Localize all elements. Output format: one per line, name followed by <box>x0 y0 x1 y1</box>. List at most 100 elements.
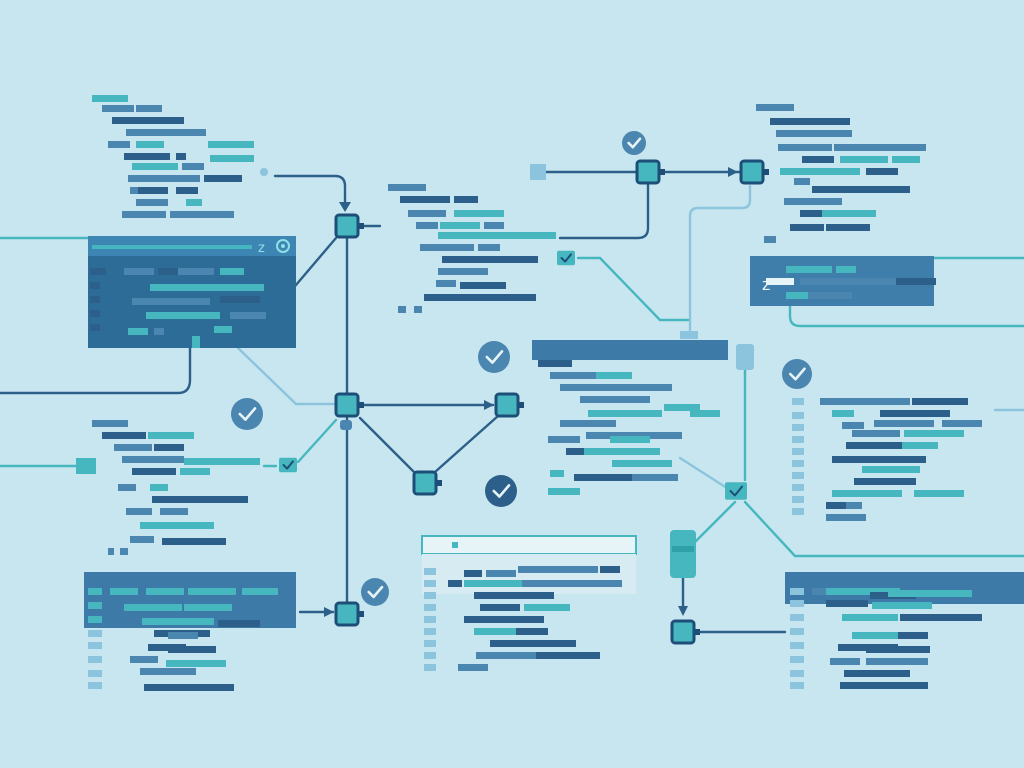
code-line <box>790 224 824 231</box>
code-line <box>90 282 100 289</box>
code-line <box>886 456 926 463</box>
code-line <box>840 156 888 163</box>
square-marker <box>530 164 546 180</box>
code-line <box>408 210 446 217</box>
code-line <box>588 410 662 417</box>
code-line <box>126 508 152 515</box>
square-node-icon <box>635 159 665 185</box>
code-line <box>180 468 210 475</box>
code-line <box>524 604 570 611</box>
code-line <box>162 538 226 545</box>
connector-line <box>288 236 338 294</box>
code-line <box>832 410 854 417</box>
code-line <box>612 460 672 467</box>
code-line <box>178 268 214 275</box>
code-line <box>478 244 500 251</box>
code-line <box>414 306 422 313</box>
code-line <box>596 372 632 379</box>
code-line <box>168 632 198 639</box>
connector-line <box>788 302 1024 328</box>
code-line <box>158 268 178 275</box>
code-line <box>904 430 964 437</box>
code-line <box>538 360 572 367</box>
check-circle-icon <box>485 475 517 507</box>
code-line <box>424 604 436 611</box>
code-line <box>574 474 648 481</box>
code-line <box>184 604 232 611</box>
arrow-head-icon <box>339 202 351 212</box>
code-line <box>790 670 804 677</box>
code-line <box>826 502 846 509</box>
misc-shapes <box>76 164 754 578</box>
code-line <box>424 616 436 623</box>
code-line <box>892 156 920 163</box>
code-line <box>480 604 520 611</box>
arrow-head-icon <box>484 400 494 410</box>
code-line <box>610 436 650 443</box>
connector-line <box>743 500 1024 558</box>
code-line <box>464 616 544 623</box>
code-line <box>128 328 148 335</box>
check-circle-icon <box>557 250 575 266</box>
code-line <box>560 420 616 427</box>
code-line <box>516 628 548 635</box>
code-line <box>400 196 450 203</box>
code-line <box>110 588 138 595</box>
code-line <box>800 210 822 217</box>
code-line <box>88 602 102 609</box>
code-line <box>802 156 834 163</box>
code-line <box>826 588 900 595</box>
code-window <box>421 535 637 594</box>
code-line <box>152 496 248 503</box>
code-line <box>792 472 804 479</box>
code-line <box>536 652 600 659</box>
code-line <box>124 604 182 611</box>
code-line <box>632 474 678 481</box>
code-line <box>820 398 910 405</box>
code-line <box>90 296 100 303</box>
code-line <box>690 410 720 417</box>
code-line <box>522 580 622 587</box>
code-line <box>124 153 170 160</box>
code-line <box>942 420 982 427</box>
code-line <box>130 536 154 543</box>
code-line <box>176 153 186 160</box>
code-line <box>830 658 860 665</box>
square-node-icon <box>334 392 364 418</box>
code-line <box>454 210 504 217</box>
connector-line <box>0 343 192 395</box>
arrow-head-icon <box>324 607 334 617</box>
checkmarks <box>231 131 812 606</box>
code-line <box>880 410 904 417</box>
code-line <box>770 118 850 125</box>
gear-icon <box>276 239 290 253</box>
code-line <box>898 632 928 639</box>
code-line <box>792 496 804 503</box>
code-line <box>586 432 682 439</box>
code-line <box>420 244 474 251</box>
code-line <box>472 294 536 301</box>
code-line <box>780 168 860 175</box>
code-line <box>176 187 198 194</box>
code-line <box>130 187 142 194</box>
code-line <box>140 522 214 529</box>
connector-line <box>678 456 732 492</box>
code-line <box>416 222 438 229</box>
code-line <box>460 282 506 289</box>
code-line <box>580 396 650 403</box>
code-line <box>92 420 128 427</box>
code-line <box>210 155 254 162</box>
code-line <box>186 199 202 206</box>
square-marker <box>76 458 96 474</box>
code-line <box>842 422 864 429</box>
square-node-icon <box>739 159 769 185</box>
code-line <box>136 141 164 148</box>
code-line <box>778 144 832 151</box>
code-line <box>424 294 476 301</box>
connector-line <box>358 416 422 480</box>
code-line <box>424 568 436 575</box>
connector-line <box>236 346 336 406</box>
code-line <box>852 430 900 437</box>
code-line <box>854 478 916 485</box>
code-line <box>182 163 204 170</box>
